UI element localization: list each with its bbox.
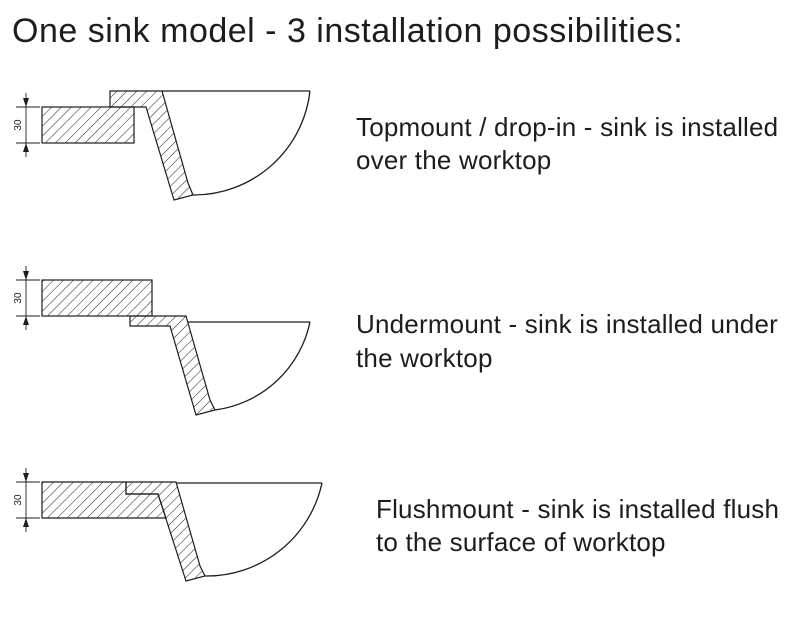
installation-row-topmount: 30 Topmount / drop-in - sink is installe… <box>12 77 800 212</box>
sink-bowl-outline <box>204 482 323 577</box>
sink-bowl-outline <box>192 90 311 196</box>
dimension-arrow-down-icon <box>23 472 29 482</box>
dimension-arrow-up-icon <box>23 142 29 152</box>
dimension-30-label: 30 <box>13 494 24 506</box>
flushmount-description: Flushmount - sink is installed flush to … <box>376 493 780 557</box>
undermount-section-drawing: 30 <box>13 265 311 416</box>
worktop-cross-section <box>41 105 135 144</box>
dimension-arrow-up-icon <box>23 517 29 527</box>
worktop-cross-section <box>41 278 153 317</box>
sink-cross-section <box>109 89 194 201</box>
dimension-30: 30 <box>13 467 40 532</box>
dimension-arrow-up-icon <box>23 315 29 325</box>
sink-bowl-outline <box>214 321 311 411</box>
undermount-description: Undermount - sink is installed under the… <box>356 309 778 373</box>
dimension-30-label: 30 <box>13 119 24 131</box>
topmount-description: Topmount / drop-in - sink is installed o… <box>356 111 779 175</box>
installation-row-flushmount: 30 Flushmount - sink is installed flush … <box>12 454 800 599</box>
flushmount-section-drawing: 30 <box>13 467 323 582</box>
dimension-arrow-down-icon <box>23 270 29 280</box>
topmount-section-drawing: 30 <box>13 89 311 201</box>
dimension-30: 30 <box>13 265 40 330</box>
dimension-30-label: 30 <box>13 292 24 304</box>
dimension-30: 30 <box>13 92 40 157</box>
installation-row-undermount: 30 Undermount - sink is installed under … <box>12 262 800 422</box>
dimension-arrow-down-icon <box>23 97 29 107</box>
sink-cross-section <box>129 314 216 416</box>
sink-cross-section <box>125 480 206 582</box>
page-title: One sink model - 3 installation possibil… <box>12 12 684 50</box>
